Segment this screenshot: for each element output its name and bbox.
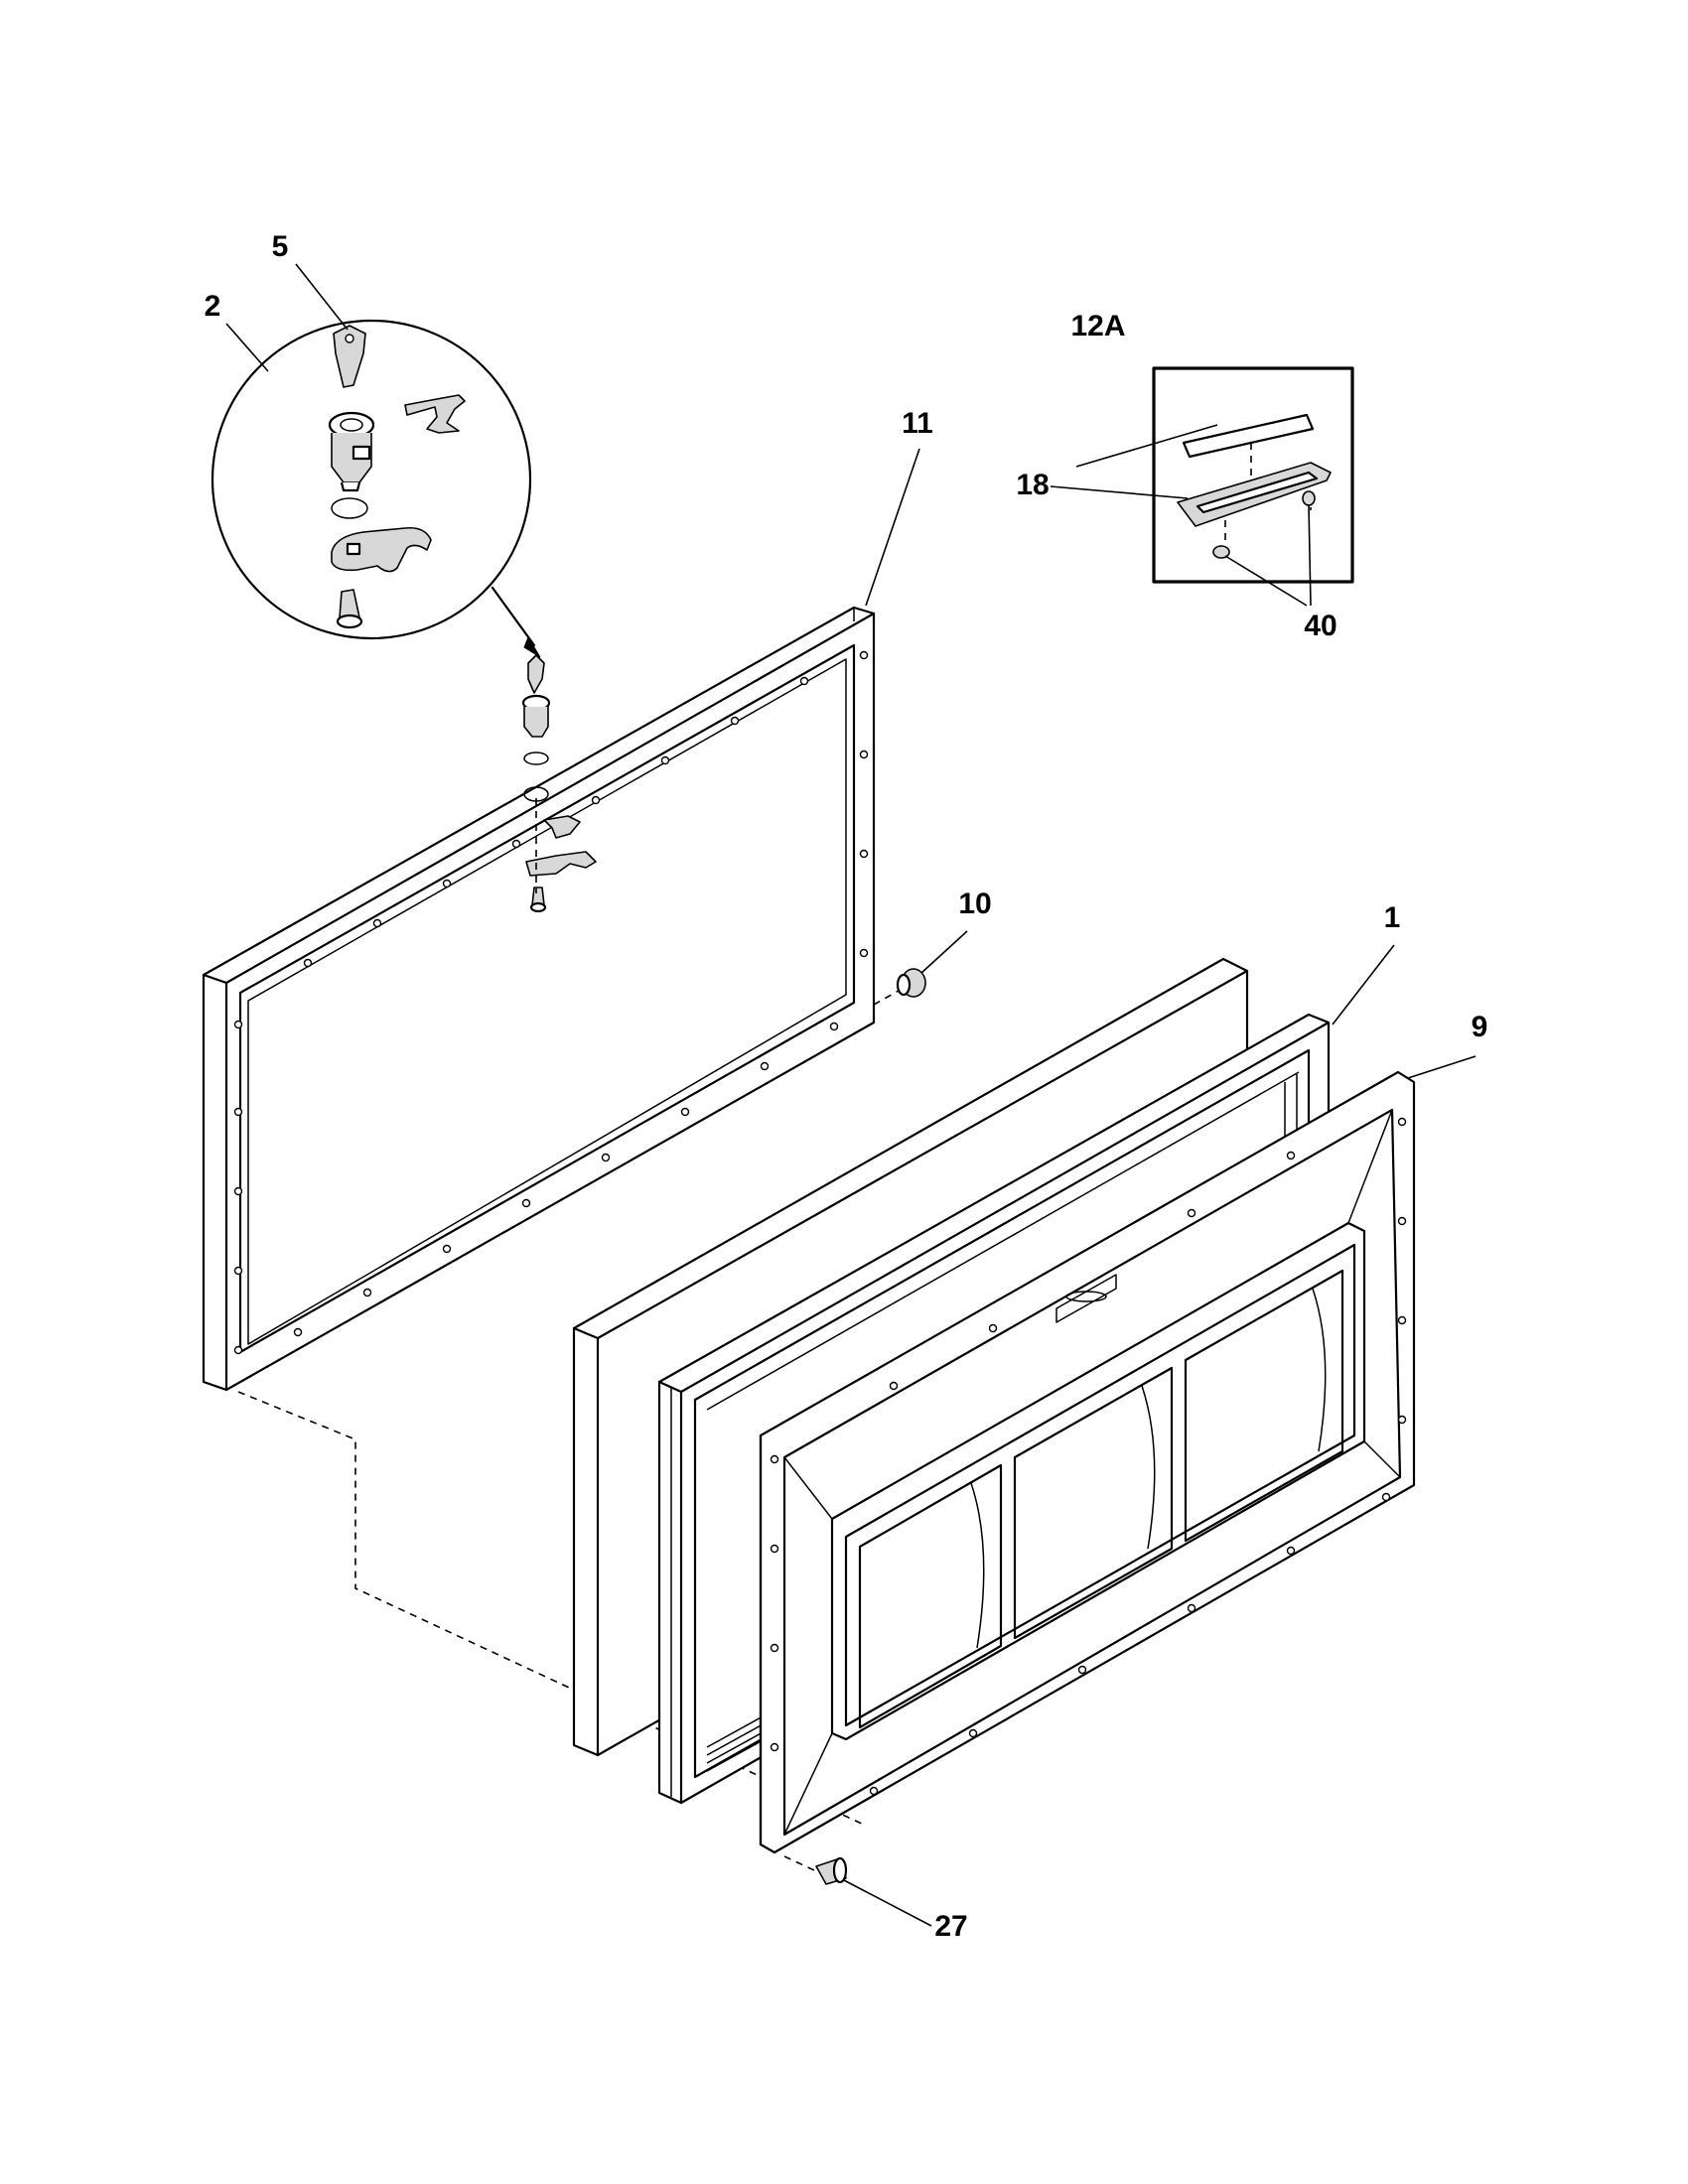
nut-icon xyxy=(1212,490,1316,559)
outer-door-panel xyxy=(759,1070,1416,1854)
screw-icon xyxy=(783,1855,848,1885)
handle-trim-strip xyxy=(1182,413,1315,459)
callout-27: 27 xyxy=(934,1910,967,1943)
lock-bolt-icon xyxy=(336,589,363,629)
lid-frame xyxy=(202,606,876,1392)
lock-clip-icon xyxy=(404,394,466,434)
lock-cylinder-icon xyxy=(328,411,375,492)
callout-5: 5 xyxy=(272,230,289,263)
handle-detail-box xyxy=(1152,366,1354,584)
lid-lock-assembly xyxy=(521,654,597,913)
callout-9: 9 xyxy=(1472,1011,1488,1043)
callout-11: 11 xyxy=(902,407,933,440)
lock-detail-circle xyxy=(211,319,532,640)
callout-2: 2 xyxy=(205,290,221,323)
callout-40: 40 xyxy=(1304,610,1336,642)
bumper-icon xyxy=(896,968,926,998)
lid-screw-holes xyxy=(233,650,869,1355)
washer-icon xyxy=(331,497,368,519)
callout-12a: 12A xyxy=(1070,310,1125,342)
callout-10: 10 xyxy=(958,887,991,920)
callout-1: 1 xyxy=(1384,901,1401,934)
key-icon xyxy=(333,325,366,388)
leader-lines xyxy=(225,263,1477,1927)
callout-18: 18 xyxy=(1016,469,1049,501)
lock-cam-icon xyxy=(331,526,432,573)
callout-labels: 5 2 11 12A 18 40 10 1 9 27 xyxy=(205,230,1488,1943)
